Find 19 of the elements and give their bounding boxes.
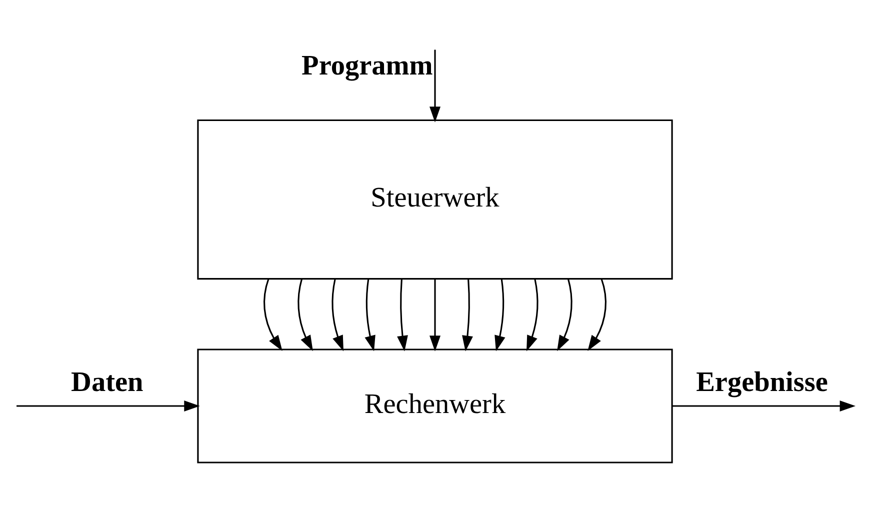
edge-label: Daten — [70, 366, 143, 398]
arrow — [297, 278, 312, 352]
arrow — [429, 50, 440, 122]
arrow — [462, 279, 472, 352]
arrow — [672, 400, 856, 412]
edge-label: Ergebnisse — [696, 366, 828, 398]
arrow — [364, 279, 375, 352]
arrow — [396, 279, 408, 352]
edge-label: Programm — [301, 50, 432, 82]
arrow — [331, 279, 343, 352]
arrow — [494, 279, 505, 352]
arrow — [263, 278, 282, 351]
node-box: Steuerwerk — [196, 119, 672, 280]
arrow — [526, 279, 538, 352]
arrow — [429, 279, 440, 352]
arrow — [556, 278, 572, 352]
node-box: Rechenwerk — [196, 348, 672, 464]
arrow — [16, 400, 200, 412]
arrow — [587, 278, 606, 351]
